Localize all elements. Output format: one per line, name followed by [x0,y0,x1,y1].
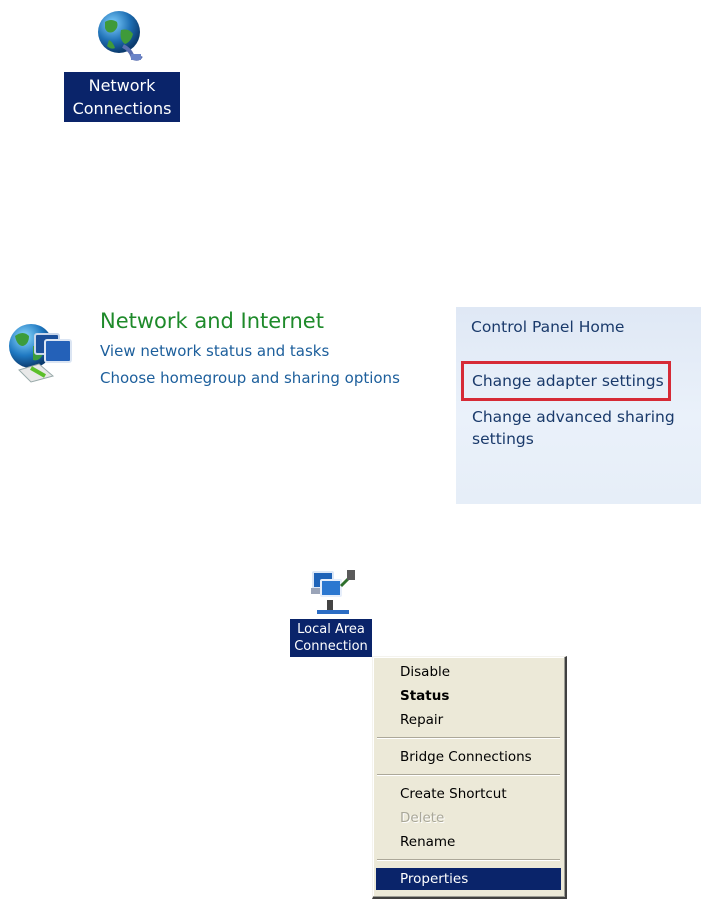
view-network-status-link[interactable]: View network status and tasks [100,342,329,360]
menu-separator [377,859,560,861]
local-area-connection-label[interactable]: Local Area Connection [290,619,372,657]
local-area-connection-icon[interactable] [307,566,359,618]
menu-separator [377,737,560,739]
menu-item-rename[interactable]: Rename [376,831,561,853]
label-line-1: Local Area [290,621,372,638]
menu-separator [377,774,560,776]
menu-item-status[interactable]: Status [376,685,561,707]
menu-item-repair[interactable]: Repair [376,709,561,731]
change-advanced-sharing-link[interactable]: Change advanced sharing settings [472,406,692,450]
menu-item-create-shortcut[interactable]: Create Shortcut [376,783,561,805]
network-and-internet-title[interactable]: Network and Internet [100,309,324,333]
change-adapter-settings-link[interactable]: Change adapter settings [472,372,664,390]
menu-item-disable[interactable]: Disable [376,661,561,683]
choose-homegroup-link[interactable]: Choose homegroup and sharing options [100,369,400,387]
network-globe-computers-icon[interactable] [5,318,75,388]
network-globe-icon[interactable] [93,8,149,66]
network-connections-label[interactable]: Network Connections [64,72,180,122]
menu-item-properties[interactable]: Properties [376,868,561,890]
menu-item-delete: Delete [376,807,561,829]
context-menu: Disable Status Repair Bridge Connections… [372,656,567,899]
label-line-1: Network [64,74,180,97]
label-line-2: Connections [64,97,180,120]
menu-item-bridge-connections[interactable]: Bridge Connections [376,746,561,768]
label-line-2: Connection [290,638,372,655]
control-panel-home-link[interactable]: Control Panel Home [471,318,624,336]
